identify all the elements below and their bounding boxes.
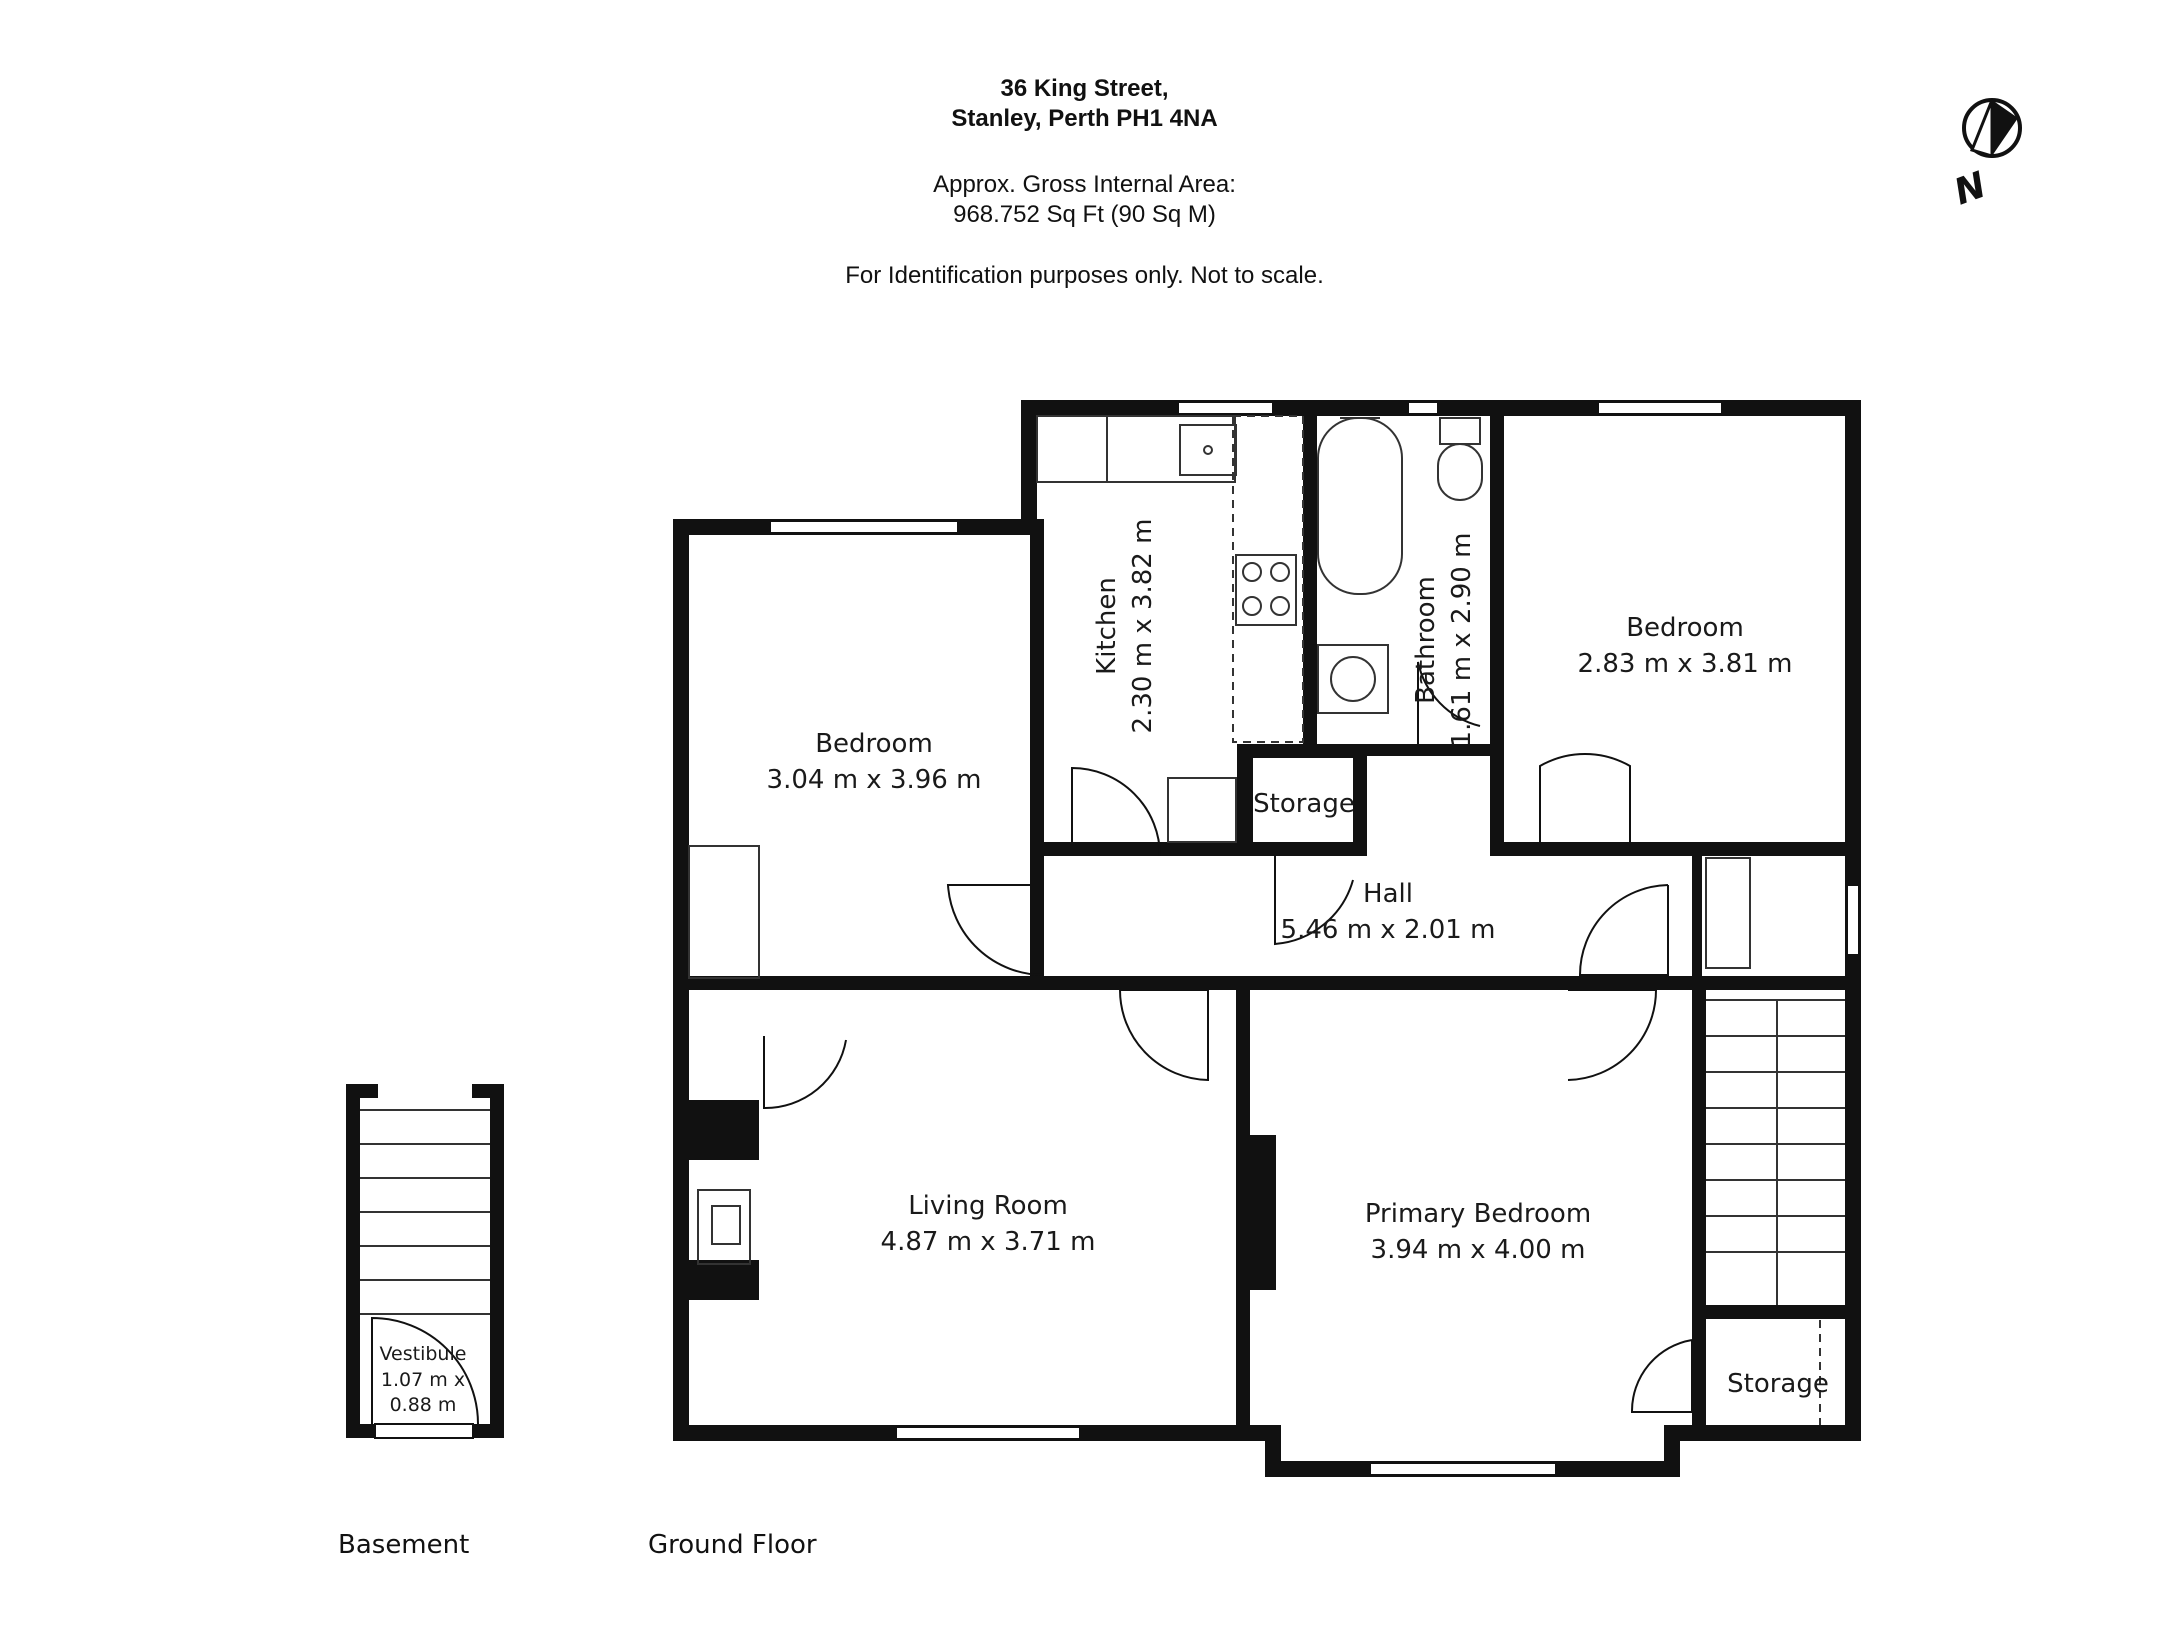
bedroom-left-dims: 3.04 m x 3.96 m [767, 765, 982, 795]
vestibule-dims-2: 0.88 m [390, 1394, 457, 1416]
area-line-1: Approx. Gross Internal Area: [933, 171, 1236, 198]
living-room-name: Living Room [908, 1191, 1068, 1221]
north-arrow-icon: N [1949, 98, 2022, 214]
area-block: Approx. Gross Internal Area: 968.752 Sq … [0, 170, 2169, 230]
bathroom-dims: 1.61 m x 2.90 m [1447, 533, 1477, 748]
bedroom-right-name: Bedroom [1626, 613, 1744, 643]
basement-label: Basement [338, 1530, 470, 1560]
primary-bedroom-name: Primary Bedroom [1365, 1199, 1591, 1229]
address-line-1: 36 King Street, [1000, 75, 1169, 102]
kitchen-dims: 2.30 m x 3.82 m [1128, 519, 1158, 734]
north-label: N [1949, 165, 1991, 214]
disclaimer-note: For Identification purposes only. Not to… [845, 262, 1324, 289]
ground-floor-walls [673, 400, 1861, 1477]
area-line-2: 968.752 Sq Ft (90 Sq M) [953, 201, 1216, 228]
address-line-2: Stanley, Perth PH1 4NA [951, 105, 1218, 132]
bathroom-name: Bathroom [1411, 576, 1441, 704]
storage-right-name: Storage [1727, 1369, 1829, 1399]
living-room-dims: 4.87 m x 3.71 m [881, 1227, 1096, 1257]
hall-dims: 5.46 m x 2.01 m [1281, 915, 1496, 945]
address-block: 36 King Street, Stanley, Perth PH1 4NA [0, 74, 2169, 134]
hall-name: Hall [1363, 879, 1413, 909]
windows [769, 401, 1860, 1476]
storage-hall-name: Storage [1253, 789, 1355, 819]
vestibule-name: Vestibule [380, 1343, 467, 1365]
doors [763, 661, 1693, 1413]
basement-plan: Vestibule 1.07 m x 0.88 m [346, 1084, 504, 1439]
primary-bedroom-dims: 3.94 m x 4.00 m [1371, 1235, 1586, 1265]
ground-floor-label: Ground Floor [648, 1530, 817, 1560]
bedroom-left-name: Bedroom [815, 729, 933, 759]
vestibule-dims-1: 1.07 m x [381, 1369, 465, 1391]
kitchen-name: Kitchen [1092, 577, 1122, 675]
bedroom-right-dims: 2.83 m x 3.81 m [1578, 649, 1793, 679]
fixtures [688, 415, 1845, 1425]
